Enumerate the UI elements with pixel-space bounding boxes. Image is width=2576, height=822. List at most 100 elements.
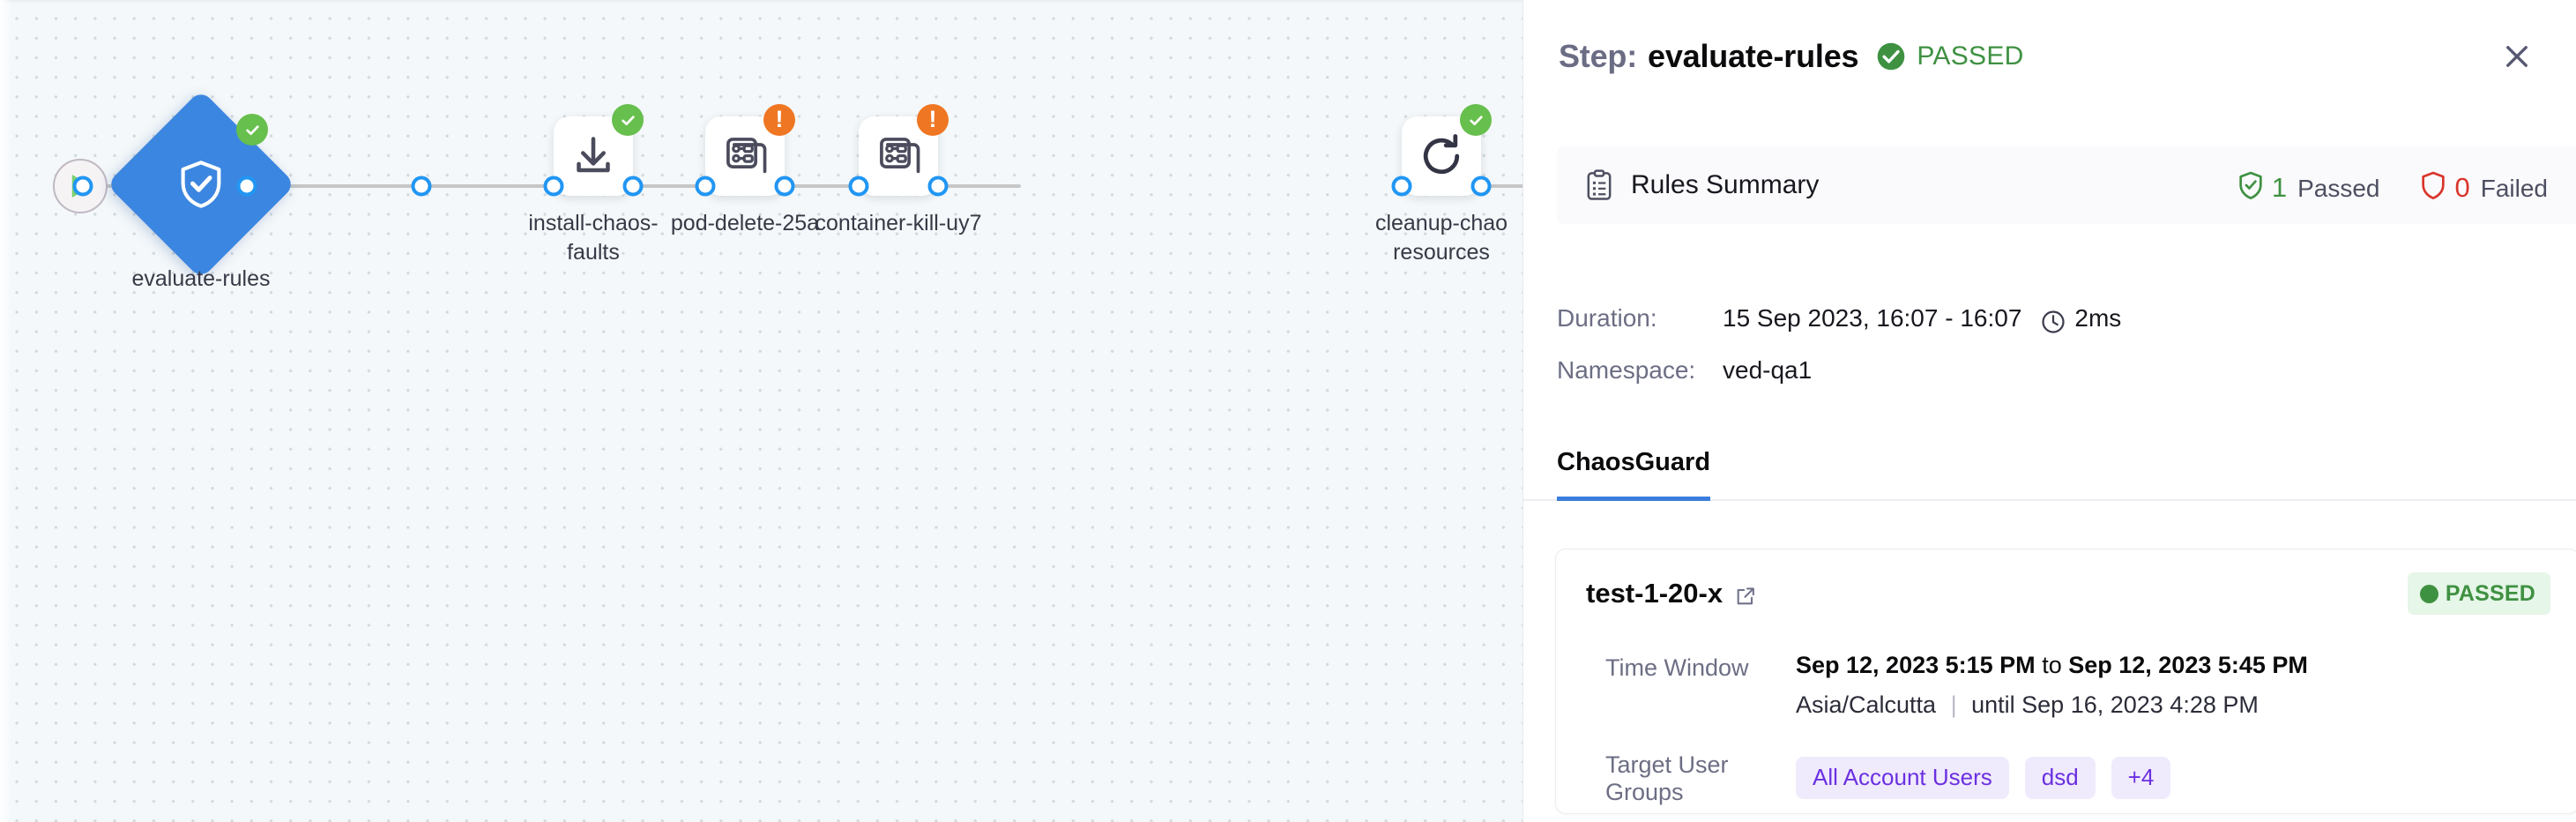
port-cleanup-out[interactable] — [1470, 176, 1492, 197]
port-start-out[interactable] — [72, 176, 93, 197]
clipboard-icon — [1587, 169, 1612, 200]
target-user-groups-label: Target User Groups — [1605, 751, 1729, 805]
duration-value: 15 Sep 2023, 16:07 - 16:07 — [1723, 304, 2022, 332]
duration-value-group: 15 Sep 2023, 16:07 - 16:07 2ms — [1723, 304, 2121, 333]
chaosguard-test-card: test-1-20-x PASSED Time Window — [1555, 549, 2576, 814]
pipeline-canvas[interactable]: evaluate-rules install-chaos- faults — [0, 0, 1523, 822]
clock-glyph — [2042, 310, 2065, 333]
port-cleanup-in[interactable] — [1391, 176, 1412, 197]
time-window-meta: Asia/Calcutta | until Sep 16, 2023 4:28 … — [1796, 691, 2308, 719]
rules-passed-stat: 1 Passed — [2237, 167, 2380, 204]
exclamation-icon: ! — [775, 105, 784, 132]
check-circle-icon — [1878, 42, 1905, 71]
close-icon[interactable] — [2497, 36, 2537, 77]
diamond-shape — [106, 89, 296, 280]
duration-elapsed: 2ms — [2074, 304, 2122, 332]
clock-icon — [2041, 310, 2066, 334]
status-badge-passed — [612, 104, 644, 136]
divider: | — [1950, 691, 1957, 718]
until-label: until Sep 16, 2023 4:28 PM — [1971, 691, 2259, 718]
chaos-fault-icon — [726, 138, 767, 174]
port-install-out[interactable] — [622, 176, 644, 197]
rules-failed-label: Failed — [2480, 175, 2548, 202]
port-container-in[interactable] — [848, 176, 869, 197]
node-pod-delete-25a[interactable]: ! pod-delete-25a — [671, 104, 819, 235]
test-card-title: test-1-20-x — [1586, 578, 1724, 609]
port-pod-out[interactable] — [774, 176, 795, 197]
external-link-glyph — [1737, 587, 1754, 605]
duration-row: Duration: 15 Sep 2023, 16:07 - 16:07 2ms — [1557, 304, 2121, 333]
status-badge-warning: ! — [763, 104, 795, 136]
shield-icon — [2422, 171, 2446, 199]
step-details-panel: Step: evaluate-rules PASSED — [1523, 0, 2576, 822]
namespace-row: Namespace: ved-qa1 — [1557, 356, 1812, 385]
rules-summary-card: Rules Summary 1 Passed — [1557, 146, 2576, 224]
node-label: cleanup-chao resources — [1374, 211, 1508, 265]
shield-check-pass-icon — [2237, 171, 2264, 201]
target-user-groups-row: Target User Groups All Account Users dsd… — [1605, 749, 2186, 806]
node-cleanup-chaos-resources[interactable]: cleanup-chao resources — [1375, 104, 1508, 265]
time-window-to: Sep 12, 2023 5:45 PM — [2068, 652, 2308, 678]
status-dot-icon — [2419, 584, 2438, 603]
rules-failed-count: 0 — [2454, 172, 2470, 203]
time-window-range: Sep 12, 2023 5:15 PM to Sep 12, 2023 5:4… — [1796, 652, 2308, 678]
check-icon — [245, 124, 259, 135]
rules-summary-title: Rules Summary — [1631, 170, 1820, 199]
port-pod-in[interactable] — [695, 176, 716, 197]
port-container-out[interactable] — [927, 176, 949, 197]
duration-label: Duration: — [1557, 304, 1657, 332]
time-window-from: Sep 12, 2023 5:15 PM — [1796, 652, 2036, 678]
namespace-label: Namespace: — [1557, 356, 1696, 384]
node-label: pod-delete-25a — [670, 211, 820, 235]
target-user-groups-chips: All Account Users dsd +4 — [1796, 749, 2186, 806]
tab-chaosguard[interactable]: ChaosGuard — [1557, 448, 1711, 501]
download-icon — [577, 137, 610, 173]
node-label: container-kill-uy7 — [815, 211, 982, 235]
test-status-text: PASSED — [2445, 580, 2535, 606]
rules-summary-left: Rules Summary — [1585, 169, 1819, 201]
shield-check-icon — [181, 161, 221, 208]
timezone-label: Asia/Calcutta — [1796, 691, 1937, 718]
exclamation-icon: ! — [928, 105, 937, 132]
port-evaluate-out[interactable] — [411, 176, 432, 197]
time-window-joiner: to — [2042, 652, 2062, 678]
test-card-header: test-1-20-x PASSED — [1586, 572, 2550, 615]
status-badge-passed — [1460, 104, 1492, 136]
shield-fail-icon — [2420, 171, 2446, 201]
time-window-label: Time Window — [1605, 654, 1749, 681]
port-evaluate-in[interactable] — [236, 176, 257, 197]
node-container-kill-uy7[interactable]: ! container-kill-uy7 — [815, 104, 981, 235]
user-group-overflow-chip[interactable]: +4 — [2111, 756, 2171, 799]
chaos-fault-icon — [880, 138, 920, 174]
rules-summary-stats: 1 Passed 0 Failed — [2197, 167, 2548, 204]
refresh-icon — [1423, 134, 1460, 175]
rules-failed-stat: 0 Failed — [2420, 167, 2548, 204]
check-icon — [1469, 115, 1483, 125]
namespace-value: ved-qa1 — [1723, 356, 1813, 384]
rules-passed-label: Passed — [2297, 175, 2380, 202]
step-name-label: evaluate-rules — [1648, 38, 1859, 74]
node-label: install-chaos- faults — [528, 211, 659, 265]
time-window-values: Sep 12, 2023 5:15 PM to Sep 12, 2023 5:4… — [1796, 652, 2308, 719]
shield-check-icon — [2239, 171, 2262, 199]
close-x-icon — [2506, 46, 2528, 67]
check-icon — [621, 115, 635, 125]
panel-header: Step: evaluate-rules PASSED — [1523, 0, 2576, 113]
time-window-row: Time Window Sep 12, 2023 5:15 PM to Sep … — [1605, 652, 2308, 719]
node-evaluate-rules[interactable]: evaluate-rules — [106, 89, 296, 291]
node-install-chaos-faults[interactable]: install-chaos- faults — [528, 104, 659, 265]
step-prefix-label: Step: — [1559, 38, 1638, 74]
node-label: evaluate-rules — [131, 266, 271, 291]
panel-tabs: ChaosGuard — [1523, 439, 2576, 501]
status-badge-warning: ! — [917, 104, 949, 136]
test-status-badge: PASSED — [2407, 572, 2550, 615]
external-link-icon[interactable] — [1734, 585, 1757, 608]
rules-passed-count: 1 — [2271, 172, 2288, 203]
user-group-chip[interactable]: All Account Users — [1796, 756, 2009, 799]
status-badge-passed — [236, 114, 268, 146]
user-group-chip[interactable]: dsd — [2024, 756, 2096, 799]
pipeline-start-trigger[interactable] — [53, 159, 108, 213]
port-install-in[interactable] — [543, 176, 564, 197]
status-badge: PASSED — [1917, 41, 2024, 71]
